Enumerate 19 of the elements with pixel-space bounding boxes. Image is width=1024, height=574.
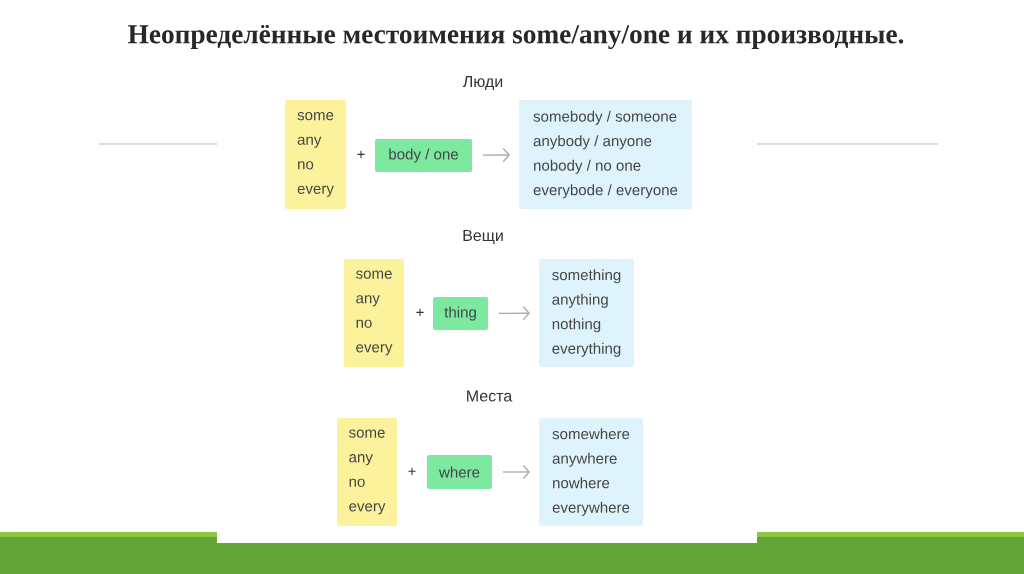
word-box: some any no every xyxy=(337,418,397,526)
result-box: something anything nothing everything xyxy=(539,259,634,367)
suffix-box: where xyxy=(427,455,492,489)
plus-sign: + xyxy=(357,150,365,158)
word-box: some any no every xyxy=(344,259,404,367)
result-box: somebody / someone anybody / anyone nobody / no one everybode / everyone xyxy=(519,100,692,209)
word-box: some any no every xyxy=(285,100,346,209)
arrow xyxy=(498,305,531,321)
section-heading: Вещи xyxy=(463,229,503,245)
plus-sign: + xyxy=(408,467,416,475)
title: Неопределённые местоимения some/any/one и их производные. xyxy=(128,24,904,50)
plus-sign: + xyxy=(416,308,424,316)
result-box: somewhere anywhere nowhere everywhere xyxy=(539,418,643,526)
suffix-box: body / one xyxy=(375,139,472,172)
section-heading: Места xyxy=(467,390,513,402)
section-heading: Люди xyxy=(462,75,503,91)
arrow xyxy=(482,147,511,163)
suffix-box: thing xyxy=(433,297,488,330)
arrow xyxy=(502,464,531,480)
